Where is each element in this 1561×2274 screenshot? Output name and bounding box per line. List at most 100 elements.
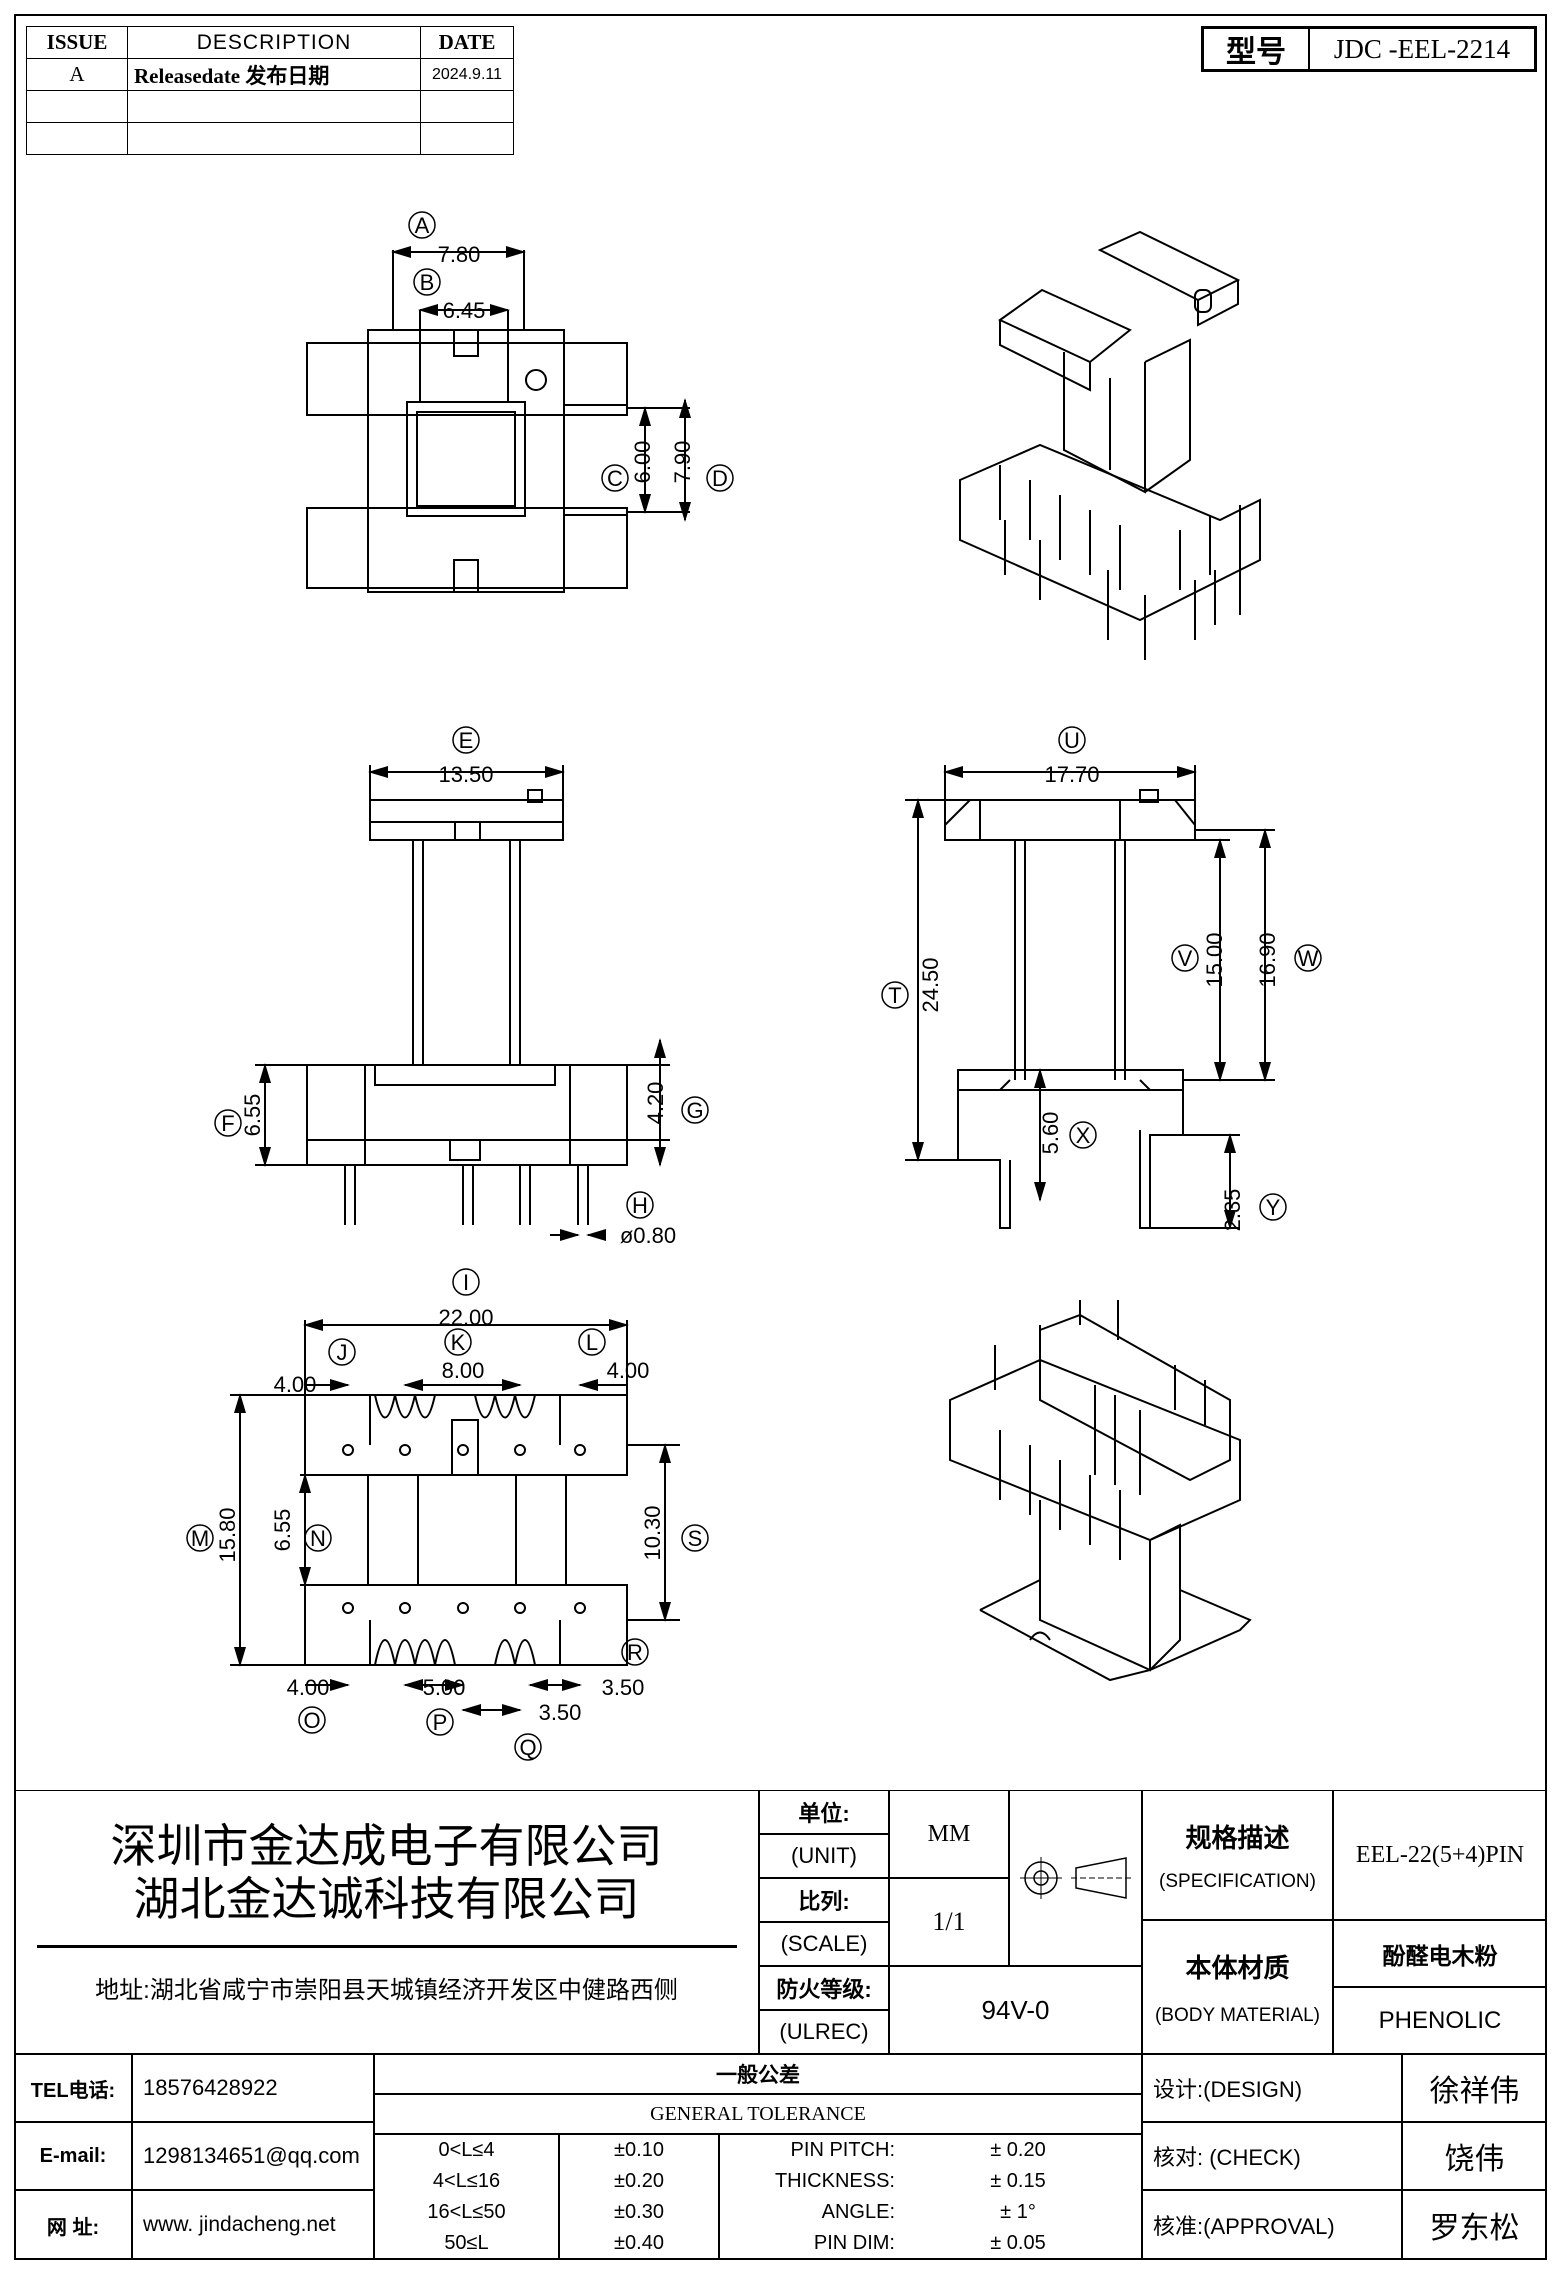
tolerance-values: ±0.10 ±0.20 ±0.30 ±0.40 bbox=[559, 2134, 719, 2260]
company-address: 地址:湖北省咸宁市崇阳县天城镇经济开发区中健路西侧 bbox=[95, 1977, 678, 2004]
dim-L: L 4.00 bbox=[578, 1328, 649, 1383]
svg-text:B: B bbox=[420, 270, 435, 295]
approval-label: 核准:(APPROVAL) bbox=[1142, 2190, 1402, 2260]
tolerance-item-value-1: ± 0.20 bbox=[990, 2139, 1046, 2161]
spec-label-cn: 规格描述 bbox=[1185, 1822, 1290, 1853]
bottom-view bbox=[230, 1319, 680, 1716]
svg-text:D: D bbox=[712, 466, 728, 491]
svg-text:7.80: 7.80 bbox=[438, 242, 481, 267]
svg-text:6.00: 6.00 bbox=[630, 441, 655, 484]
rev-empty-cell bbox=[127, 122, 421, 155]
svg-text:W: W bbox=[1298, 946, 1319, 971]
email-label: E-mail: bbox=[14, 2122, 132, 2190]
dim-E: E 13.50 bbox=[438, 726, 494, 787]
tolerance-range-1: 0<L≤4 bbox=[438, 2139, 495, 2161]
rev-header-description: DESCRIPTION bbox=[127, 26, 421, 59]
top-view bbox=[306, 246, 691, 593]
svg-text:16.90: 16.90 bbox=[1255, 932, 1280, 987]
dim-H: H ø0.80 bbox=[620, 1191, 676, 1248]
tolerance-value-2: ±0.20 bbox=[614, 2170, 664, 2192]
svg-text:17.70: 17.70 bbox=[1044, 762, 1099, 787]
unit-label-en: (UNIT) bbox=[759, 1834, 889, 1878]
dim-C: C 6.00 bbox=[601, 441, 655, 492]
tolerance-item-angle: ANGLE: bbox=[821, 2201, 895, 2223]
tolerance-item-thickness: THICKNESS: bbox=[774, 2170, 895, 2192]
svg-text:N: N bbox=[310, 1526, 326, 1551]
dim-T: T 24.50 bbox=[881, 957, 943, 1013]
dim-J: J 4.00 bbox=[274, 1338, 356, 1397]
model-label: 型号 bbox=[1204, 29, 1310, 69]
web-label: 网 址: bbox=[14, 2190, 132, 2260]
svg-text:3.50: 3.50 bbox=[602, 1675, 645, 1700]
dim-R: R 3.50 bbox=[602, 1638, 649, 1700]
company-divider bbox=[36, 1945, 737, 1948]
dim-X: X 5.60 bbox=[1038, 1112, 1097, 1154]
svg-text:24.50: 24.50 bbox=[918, 957, 943, 1012]
svg-text:T: T bbox=[888, 983, 901, 1008]
email-value[interactable]: 1298134651@qq.com bbox=[132, 2122, 374, 2190]
tolerance-value-4: ±0.40 bbox=[614, 2232, 664, 2254]
tolerance-item-pin-dim: PIN DIM: bbox=[813, 2232, 895, 2254]
svg-text:F: F bbox=[221, 1111, 234, 1136]
svg-text:15.00: 15.00 bbox=[1202, 932, 1227, 987]
front-view bbox=[255, 765, 670, 1241]
dim-U: U 17.70 bbox=[1044, 726, 1100, 787]
svg-text:13.50: 13.50 bbox=[438, 762, 493, 787]
projection-symbol bbox=[1009, 1790, 1142, 1966]
rev-empty-cell bbox=[420, 122, 514, 155]
ulrec-label-en: (ULREC) bbox=[759, 2010, 889, 2054]
tolerance-item-values: ± 0.20 ± 0.15 ± 1° ± 0.05 bbox=[895, 2135, 1141, 2259]
dim-Q: Q 3.50 bbox=[514, 1700, 582, 1761]
svg-text:3.50: 3.50 bbox=[539, 1700, 582, 1725]
dim-Y: Y 2.35 bbox=[1220, 1189, 1287, 1232]
dim-A: A 7.80 bbox=[408, 211, 481, 267]
material-label-cn: 本体材质 bbox=[1185, 1952, 1290, 1983]
svg-text:H: H bbox=[632, 1193, 648, 1218]
tolerance-item-pin-pitch: PIN PITCH: bbox=[790, 2139, 895, 2161]
ulrec-label-cn: 防火等级: bbox=[759, 1966, 889, 2010]
dim-D: D 7.90 bbox=[670, 441, 734, 492]
svg-text:O: O bbox=[303, 1708, 320, 1733]
svg-text:X: X bbox=[1076, 1123, 1091, 1148]
tolerance-items: PIN PITCH: THICKNESS: ANGLE: PIN DIM: ± … bbox=[719, 2134, 1142, 2260]
svg-text:S: S bbox=[688, 1526, 703, 1551]
dim-I: I 22.00 bbox=[438, 1268, 494, 1330]
scale-value: 1/1 bbox=[889, 1878, 1009, 1966]
dim-O: O 4.00 bbox=[287, 1675, 329, 1734]
svg-text:I: I bbox=[463, 1270, 469, 1295]
model-box: 型号 JDC -EEL-2214 bbox=[1201, 26, 1537, 72]
svg-text:6.45: 6.45 bbox=[443, 298, 486, 323]
web-value[interactable]: www. jindacheng.net bbox=[132, 2190, 374, 2260]
unit-label-cn: 单位: bbox=[759, 1790, 889, 1834]
scale-label-en: (SCALE) bbox=[759, 1922, 889, 1966]
revision-table: ISSUE DESCRIPTION DATE A Releasedate 发布日… bbox=[26, 26, 514, 155]
svg-text:15.80: 15.80 bbox=[215, 1507, 240, 1562]
svg-text:C: C bbox=[607, 466, 623, 491]
approval-name: 罗东松 bbox=[1402, 2190, 1547, 2260]
check-name: 饶伟 bbox=[1402, 2122, 1547, 2190]
tel-value: 18576428922 bbox=[132, 2054, 374, 2122]
tel-label: TEL电话: bbox=[14, 2054, 132, 2122]
rev-date: 2024.9.11 bbox=[420, 58, 514, 91]
svg-text:5.00: 5.00 bbox=[423, 1675, 466, 1700]
design-name: 徐祥伟 bbox=[1402, 2054, 1547, 2122]
tolerance-value-3: ±0.30 bbox=[614, 2201, 664, 2223]
dim-P: P 5.00 bbox=[423, 1675, 466, 1736]
tolerance-range-2: 4<L≤16 bbox=[432, 2170, 501, 2192]
isometric-view-bottom bbox=[949, 1300, 1252, 1682]
rev-empty-cell bbox=[26, 122, 128, 155]
svg-text:R: R bbox=[627, 1640, 643, 1665]
tolerance-title-cn: 一般公差 bbox=[374, 2054, 1142, 2094]
material-value-cn: 酚醛电木粉 bbox=[1333, 1920, 1547, 1987]
svg-text:Q: Q bbox=[519, 1735, 536, 1760]
svg-text:G: G bbox=[686, 1098, 703, 1123]
tolerance-range-4: 50≤L bbox=[444, 2232, 489, 2254]
svg-text:4.20: 4.20 bbox=[643, 1082, 668, 1125]
title-block: 深圳市金达成电子有限公司 湖北金达诚科技有限公司 地址:湖北省咸宁市崇阳县天城镇… bbox=[14, 1790, 1547, 2260]
dim-N: N 6.55 bbox=[270, 1509, 332, 1552]
svg-text:2.35: 2.35 bbox=[1220, 1189, 1245, 1232]
dim-K: K 8.00 bbox=[442, 1328, 484, 1383]
svg-text:J: J bbox=[337, 1340, 348, 1365]
isometric-view-top bbox=[959, 230, 1261, 660]
svg-text:22.00: 22.00 bbox=[438, 1305, 493, 1330]
